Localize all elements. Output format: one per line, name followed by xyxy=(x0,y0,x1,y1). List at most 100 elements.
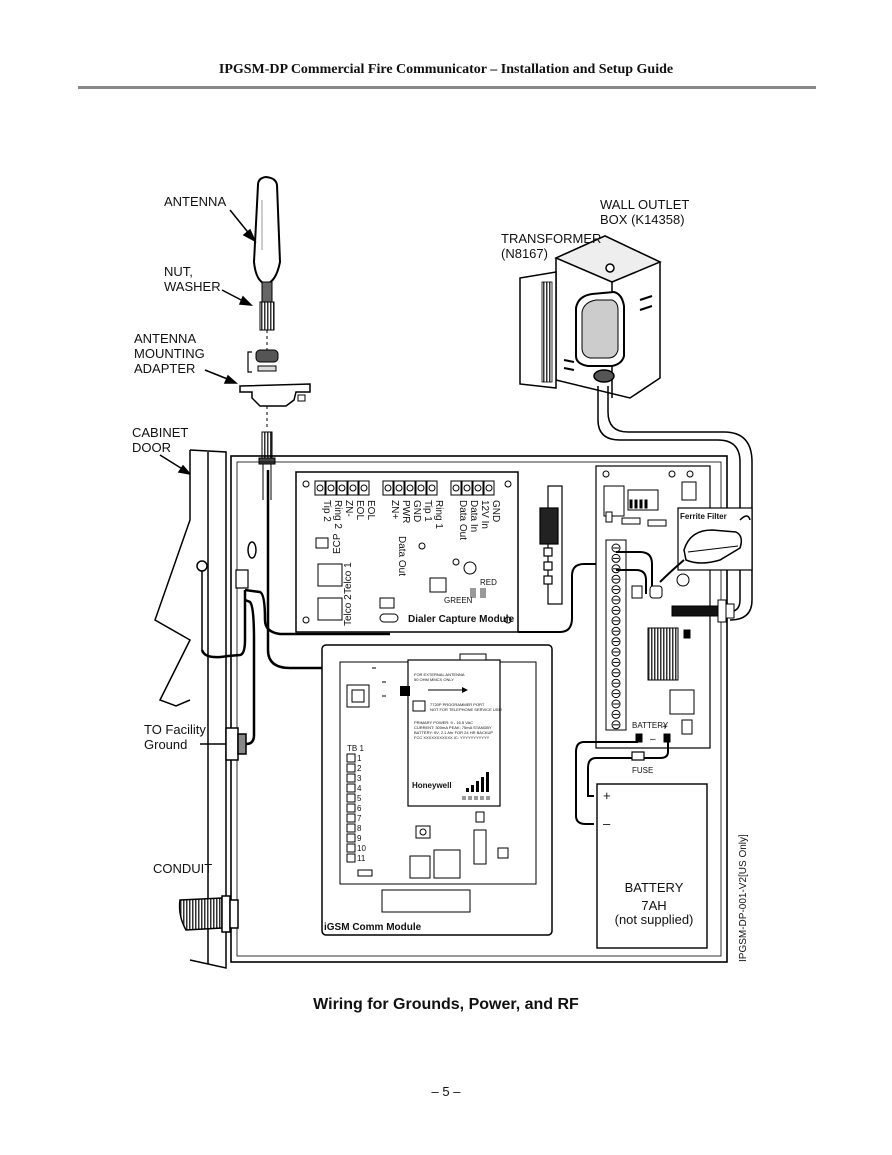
fuse-icon xyxy=(631,751,645,761)
conduit-label: CONDUIT xyxy=(153,861,212,876)
terminal-label: EOL xyxy=(354,500,365,520)
panel-battery-plus: + xyxy=(662,722,668,733)
card-prog-2: NOT FOR TELEPHONE SERVICE USE! xyxy=(430,707,502,712)
terminal-screw-head xyxy=(316,484,324,492)
card-ext-2: 50 OHM MMCX ONLY xyxy=(414,677,454,682)
card-spec-2: CURRENT: 300mA PEAK; 75mA STANDBY xyxy=(414,725,492,730)
cabinet-door xyxy=(154,449,257,969)
tb1-terminal-label: 3 xyxy=(357,774,362,783)
tb1-terminal-label: 4 xyxy=(357,784,362,793)
tb1-terminal xyxy=(346,763,356,773)
transformer-label-2: (N8167) xyxy=(501,246,548,261)
tb1-terminal-label: 7 xyxy=(357,814,362,823)
figure-caption: Wiring for Grounds, Power, and RF xyxy=(313,996,579,1013)
terminal-label: Tip 1 xyxy=(422,500,433,522)
cabinet-door-label-1: CABINET xyxy=(132,425,188,440)
terminal-screw-head xyxy=(452,484,460,492)
adapter-label-1: ANTENNA xyxy=(134,331,196,346)
terminal-screw-head xyxy=(474,484,482,492)
nut-label-2: WASHER xyxy=(164,279,221,294)
terminal-screw-head xyxy=(349,484,357,492)
terminal-label: Ring 1 xyxy=(433,500,444,529)
telco2-label: Telco 2 xyxy=(343,594,354,626)
tb1-terminal-label: 1 xyxy=(357,754,362,763)
battery-pos-label: + xyxy=(603,788,611,803)
terminal-label: Ring 2 xyxy=(332,500,343,529)
ac-power-cable xyxy=(597,386,753,621)
antenna-label: ANTENNA xyxy=(164,194,226,209)
data-wire xyxy=(518,563,616,633)
panel-battery-minus: – xyxy=(650,734,656,745)
card-prog-1: 7720P PROGRAMMER PORT xyxy=(430,702,485,707)
data-out-label: Data Out xyxy=(396,536,407,576)
terminal-screw-head xyxy=(428,484,436,492)
side-code-label: IPGSM-DP-001-V2[US Only] xyxy=(738,834,749,962)
tb1-terminal xyxy=(346,853,356,863)
green-label: GREEN xyxy=(444,596,473,605)
antenna-assembly xyxy=(239,175,311,500)
cabinet-box xyxy=(230,455,728,963)
tb1-terminal-label: 8 xyxy=(357,824,362,833)
tb1-terminal xyxy=(346,783,356,793)
terminal-screw-head xyxy=(384,484,392,492)
tb1-terminal xyxy=(346,793,356,803)
adapter-bracket xyxy=(247,351,252,373)
facility-ground-connector xyxy=(200,727,247,761)
tb1-terminal xyxy=(346,753,356,763)
terminal-screw-head xyxy=(417,484,425,492)
ground-label-1: TO Facility xyxy=(144,722,206,737)
tb1-terminal xyxy=(346,823,356,833)
battery-neg-label: – xyxy=(603,816,611,831)
cabinet-inner xyxy=(236,461,722,957)
signal-bars-icon xyxy=(462,772,490,800)
tb1-terminal xyxy=(346,773,356,783)
tb1-terminal-label: 9 xyxy=(357,834,362,843)
tb1-terminal xyxy=(346,843,356,853)
card-spec-3: BATTERY: 6V, 2.1 Ahr FOR 24 HR BACKUP xyxy=(414,730,493,735)
tb1-terminal-label: 5 xyxy=(357,794,362,803)
ecp-label: ECP xyxy=(332,533,343,554)
tb1-terminal-label: 6 xyxy=(357,804,362,813)
terminal-label: GND xyxy=(490,500,501,522)
terminal-label: GND xyxy=(411,500,422,522)
terminal-label: 12V In xyxy=(479,500,490,529)
card-spec-1: PRIMARY POWER: 9 - 16.5 VAC xyxy=(414,720,473,725)
ground-label-2: Ground xyxy=(144,737,187,752)
terminal-screw-head xyxy=(463,484,471,492)
telco1-label: Telco 1 xyxy=(343,562,354,594)
battery: + – BATTERY 7AH (not supplied) xyxy=(596,783,708,949)
page-header: IPGSM-DP Commercial Fire Communicator – … xyxy=(218,62,674,77)
tb1-label: TB 1 xyxy=(347,744,364,753)
terminal-label: ZN+ xyxy=(389,500,400,519)
tb1-terminal-label: 10 xyxy=(357,844,366,853)
battery-label-2: 7AH xyxy=(641,898,666,913)
page-number: – 5 – xyxy=(431,1084,461,1099)
terminal-screw-head xyxy=(395,484,403,492)
ferrite-filter xyxy=(649,507,753,623)
ground-stud xyxy=(235,569,249,589)
panel-battery-label: BATTERY xyxy=(632,721,669,730)
ferrite-filter-label: Ferrite Filter xyxy=(680,512,727,521)
terminal-screw-head xyxy=(338,484,346,492)
terminal-screw-head xyxy=(406,484,414,492)
card-spec-4: FCC XXXXXXXXXXX IC: YYYYYYYYYYY xyxy=(414,735,490,740)
tb1-terminal xyxy=(346,803,356,813)
terminal-screw-head xyxy=(327,484,335,492)
nut-label-1: NUT, xyxy=(164,264,193,279)
tb1-terminal-label: 2 xyxy=(357,764,362,773)
wall-outlet-box xyxy=(519,235,662,399)
igsm-module-label: iGSM Comm Module xyxy=(324,922,422,933)
terminal-screw-head xyxy=(485,484,493,492)
terminal-label: PWR xyxy=(400,500,411,523)
honeywell-logo: Honeywell xyxy=(412,781,452,790)
terminal-label: Tip 2 xyxy=(321,500,332,522)
tb1-terminal xyxy=(346,833,356,843)
fuse-label: FUSE xyxy=(632,766,653,775)
battery-label-3: (not supplied) xyxy=(615,912,694,927)
adapter-label-3: ADAPTER xyxy=(134,361,195,376)
wall-outlet-label-1: WALL OUTLET xyxy=(600,197,689,212)
red-label: RED xyxy=(480,578,497,587)
transformer-label-1: TRANSFORMER xyxy=(501,231,601,246)
